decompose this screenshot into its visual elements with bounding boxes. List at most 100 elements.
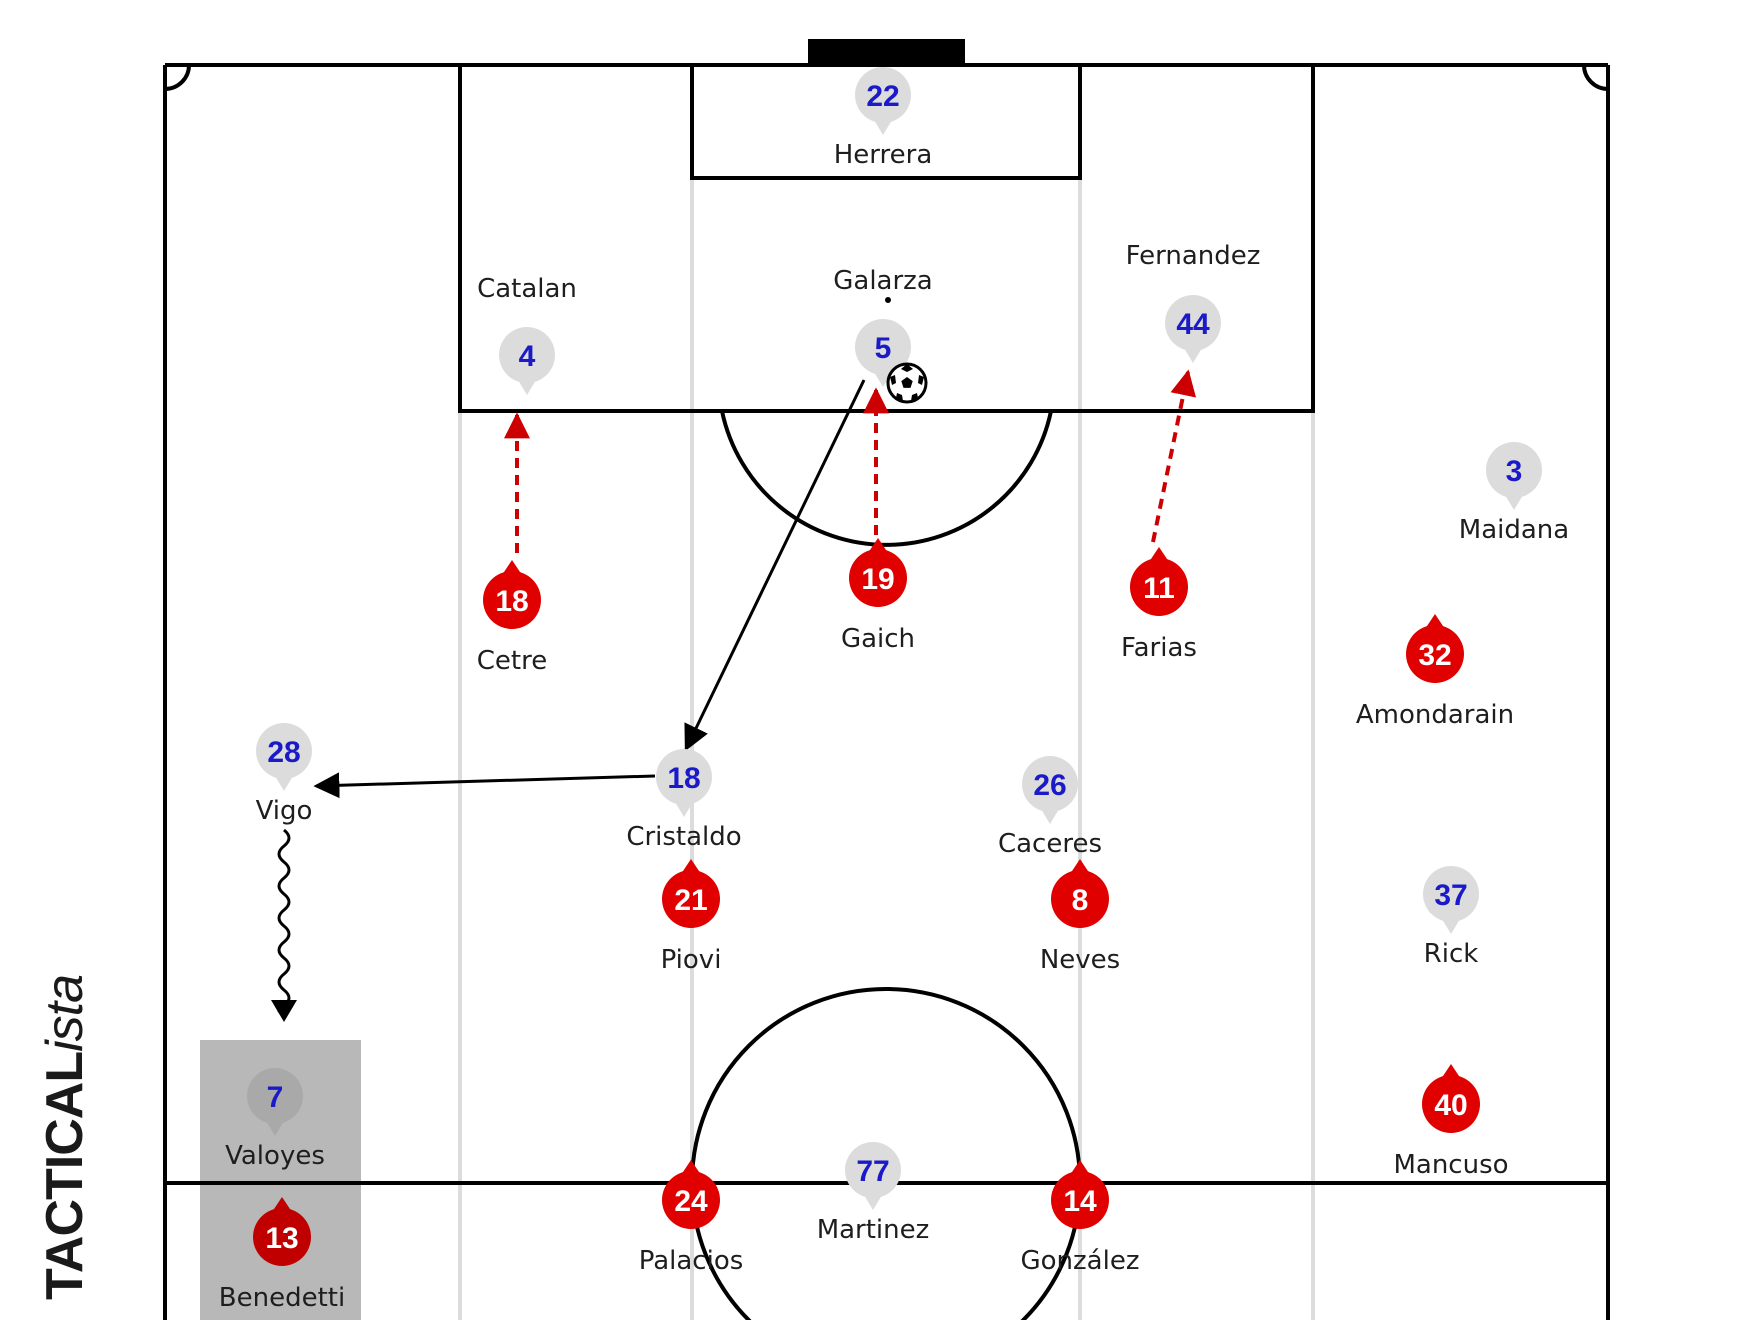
player-marker bbox=[499, 327, 555, 383]
player-fernandez: 44 Fernandez bbox=[1126, 241, 1261, 363]
player-name: Fernandez bbox=[1126, 241, 1261, 271]
player-name: Mancuso bbox=[1393, 1150, 1508, 1180]
player-number: 77 bbox=[856, 1155, 889, 1188]
player-marker bbox=[253, 1208, 311, 1266]
player-galarza: 5 Galarza bbox=[833, 266, 933, 387]
player-name: Cristaldo bbox=[626, 822, 741, 852]
player-number: 26 bbox=[1033, 769, 1066, 802]
player-marker bbox=[1022, 756, 1078, 812]
player-name: Palacios bbox=[639, 1246, 744, 1276]
goal bbox=[808, 39, 965, 65]
player-name: Caceres bbox=[998, 829, 1102, 859]
player-name: Benedetti bbox=[219, 1283, 345, 1313]
player-number: 32 bbox=[1418, 639, 1451, 672]
player-name: Rick bbox=[1424, 939, 1479, 969]
pitch-markings bbox=[163, 39, 1610, 1320]
player-number: 3 bbox=[1506, 455, 1523, 488]
player-number: 24 bbox=[674, 1185, 708, 1218]
penalty-spot bbox=[885, 297, 891, 303]
logo-part-tactical: TACTICAL bbox=[36, 1051, 94, 1300]
player-marker bbox=[1130, 558, 1188, 616]
player-number: 18 bbox=[495, 585, 528, 618]
player-marker bbox=[1165, 295, 1221, 351]
player-number: 40 bbox=[1434, 1089, 1467, 1122]
player-name: Gaich bbox=[841, 624, 915, 654]
player-number: 18 bbox=[667, 762, 700, 795]
logo-part-ista: ista bbox=[36, 974, 94, 1052]
player-marker bbox=[656, 749, 712, 805]
player-name: Neves bbox=[1040, 945, 1120, 975]
player-marker bbox=[855, 319, 911, 375]
player-marker bbox=[662, 870, 720, 928]
player-name: Amondarain bbox=[1356, 700, 1514, 730]
player-marker bbox=[1406, 625, 1464, 683]
player-marker bbox=[1051, 870, 1109, 928]
corner-arc-right bbox=[1582, 64, 1609, 91]
movement-arrows bbox=[271, 369, 1197, 1022]
run-arrow-farias bbox=[1151, 369, 1197, 543]
player-number: 5 bbox=[875, 332, 892, 365]
player-number: 44 bbox=[1176, 308, 1210, 341]
player-number: 7 bbox=[267, 1081, 284, 1114]
pass-arrow-galarza-to-cristaldo bbox=[684, 379, 866, 752]
player-marker bbox=[1423, 866, 1479, 922]
player-number: 37 bbox=[1434, 879, 1467, 912]
player-name: Martinez bbox=[817, 1215, 930, 1245]
player-marker bbox=[662, 1171, 720, 1229]
tacticalista-logo: TACTICALista bbox=[35, 975, 95, 1300]
player-marker bbox=[256, 723, 312, 779]
player-marker bbox=[845, 1142, 901, 1198]
player-number: 21 bbox=[674, 884, 707, 917]
player-name: Herrera bbox=[834, 140, 933, 170]
player-marker bbox=[483, 571, 541, 629]
soccer-ball-icon bbox=[886, 362, 928, 404]
player-marker bbox=[849, 549, 907, 607]
player-number: 14 bbox=[1063, 1185, 1097, 1218]
player-name: Piovi bbox=[661, 945, 722, 975]
player-marker bbox=[1486, 442, 1542, 498]
player-name: Maidana bbox=[1459, 515, 1569, 545]
player-number: 19 bbox=[861, 563, 894, 596]
player-number: 4 bbox=[519, 340, 536, 373]
player-marker bbox=[855, 67, 911, 123]
corner-arc-left bbox=[164, 64, 191, 91]
player-number: 11 bbox=[1143, 572, 1175, 605]
dribble-arrow-head bbox=[271, 1000, 297, 1022]
goal-area bbox=[690, 63, 1082, 180]
player-name: González bbox=[1021, 1246, 1140, 1276]
player-number: 13 bbox=[265, 1222, 298, 1255]
dribble-arrow-vigo bbox=[277, 828, 291, 1013]
player-name: Valoyes bbox=[225, 1141, 325, 1171]
player-name: Farias bbox=[1121, 633, 1197, 663]
player-number: 22 bbox=[866, 80, 899, 113]
player-name: Cetre bbox=[477, 646, 547, 676]
penalty-arc bbox=[720, 410, 1053, 547]
player-marker bbox=[1422, 1075, 1480, 1133]
pass-arrow-cristaldo-to-vigo bbox=[313, 772, 656, 799]
player-marker bbox=[247, 1068, 303, 1124]
player-marker bbox=[1051, 1171, 1109, 1229]
player-number: 8 bbox=[1072, 884, 1089, 917]
player-name: Galarza bbox=[833, 266, 933, 296]
